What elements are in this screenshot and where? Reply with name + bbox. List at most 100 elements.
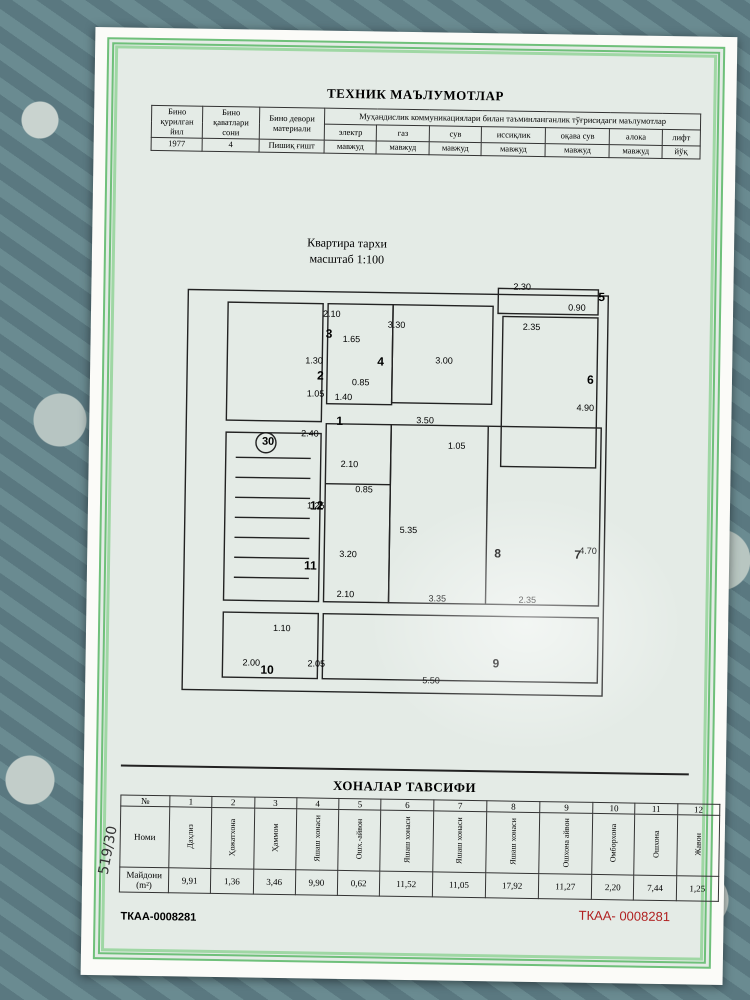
room-name-text: Ҳаммом bbox=[270, 823, 280, 853]
dimension-label: 5.35 bbox=[399, 524, 418, 536]
tech-comm-value: мавжуд bbox=[545, 143, 610, 158]
tech-comm-col: электр bbox=[324, 124, 377, 142]
dimension-label: 2.35 bbox=[522, 321, 541, 333]
tech-value: Пишиқ ғишт bbox=[259, 139, 325, 154]
tech-comm-value: мавжуд bbox=[376, 141, 430, 155]
tech-value: 1977 bbox=[151, 137, 203, 152]
room-name-text: Ошх.-айвон bbox=[354, 818, 365, 860]
stair-number: 30 bbox=[261, 435, 275, 448]
room-name-cell: Яшаш хонаси bbox=[432, 810, 487, 873]
room-area-cell: 0,62 bbox=[337, 870, 381, 897]
plan-caption: Квартира тархи масштаб 1:100 bbox=[307, 235, 387, 267]
room-area-cell: 1,25 bbox=[675, 875, 719, 902]
room-name-text: Яшаш хонаси bbox=[454, 817, 465, 865]
tech-comm-value: мавжуд bbox=[609, 144, 663, 159]
plan-caption-title: Квартира тархи bbox=[307, 235, 388, 251]
tech-comm-col: иссиқлик bbox=[481, 126, 546, 144]
dimension-label: 3.00 bbox=[435, 355, 453, 366]
rooms-area-label: Майдони (m²) bbox=[119, 867, 169, 893]
dimension-label: 2.40 bbox=[301, 428, 319, 439]
room-number: 9 bbox=[492, 656, 500, 671]
room-name-cell: Ошхона bbox=[634, 814, 678, 876]
dimension-label: 4.70 bbox=[579, 545, 597, 556]
room-no-cell: 8 bbox=[486, 800, 541, 813]
document-content: ТЕХНИК МАЪЛУМОТЛАР Бино қурилган йил Бин… bbox=[96, 52, 720, 953]
room-no-cell: 5 bbox=[338, 798, 382, 811]
dimension-label: 1.10 bbox=[272, 622, 291, 634]
room-no-cell: 6 bbox=[380, 799, 434, 811]
room-name-cell: Яшаш хонаси bbox=[295, 808, 339, 871]
room-number: 3 bbox=[325, 326, 333, 341]
document-frame: ТЕХНИК МАЪЛУМОТЛАР Бино қурилган йил Бин… bbox=[92, 37, 726, 969]
room-area-cell: 11,27 bbox=[538, 873, 592, 900]
dimension-label: 2.30 bbox=[513, 281, 532, 292]
dimension-label: 2.00 bbox=[242, 657, 261, 668]
dimension-label: 3.20 bbox=[339, 548, 357, 560]
room-number: 11 bbox=[303, 558, 317, 573]
room-name-text: Ошхона айвон bbox=[561, 817, 571, 868]
tech-header: Бино қаватлари сони bbox=[202, 106, 260, 140]
room-name-cell: Ҳожатхона bbox=[211, 807, 255, 870]
document-code-right: ТКАА- 0008281 bbox=[578, 907, 671, 925]
handwritten-note: 519/30 bbox=[95, 824, 121, 877]
dimension-label: 0.85 bbox=[355, 484, 373, 495]
room-name-text: Омборхона bbox=[608, 823, 619, 863]
document-code-left: ТКАА-0008281 bbox=[120, 910, 197, 924]
tech-comm-value: мавжуд bbox=[324, 140, 377, 155]
room-name-cell: Ошх.-айвон bbox=[337, 809, 381, 872]
room-no-cell: 11 bbox=[635, 803, 678, 815]
room-no-cell: 7 bbox=[433, 799, 487, 812]
room-area-cell: 1,36 bbox=[210, 868, 254, 895]
room-area-cell: 11,52 bbox=[379, 871, 433, 897]
tech-value: 4 bbox=[202, 138, 260, 153]
room-no-cell: 12 bbox=[677, 803, 720, 816]
room-area-cell: 9,90 bbox=[295, 869, 338, 896]
dimension-label: 3.30 bbox=[387, 319, 406, 330]
room-name-cell: Ҳаммом bbox=[253, 808, 297, 870]
room-number: 10 bbox=[260, 662, 274, 677]
room-no-cell: 2 bbox=[211, 796, 255, 809]
dimension-label: 1.30 bbox=[305, 355, 323, 366]
room-number: 1 bbox=[336, 413, 344, 428]
tech-title: ТЕХНИК МАЪЛУМОТЛАР bbox=[326, 85, 505, 104]
dimension-label: 0.85 bbox=[351, 377, 370, 388]
room-area-cell: 11,05 bbox=[432, 871, 486, 898]
dimension-label: 4.90 bbox=[576, 402, 595, 413]
dimension-label: 1.40 bbox=[334, 391, 353, 403]
dimension-label: 2.35 bbox=[518, 594, 537, 606]
room-area-cell: 3,46 bbox=[252, 869, 296, 895]
room-number: 8 bbox=[494, 546, 502, 561]
dimension-label: 2.10 bbox=[336, 588, 355, 600]
room-name-text: Даҳлиз bbox=[185, 824, 196, 849]
dimension-label: 1.65 bbox=[342, 333, 361, 345]
room-no-cell: 4 bbox=[296, 797, 339, 810]
tech-comm-value: йўқ bbox=[661, 145, 701, 160]
tech-comm-col: алока bbox=[609, 128, 663, 146]
room-no-cell: 3 bbox=[254, 797, 297, 809]
dimension-label: 3.35 bbox=[428, 593, 447, 604]
room-no-cell: 10 bbox=[592, 802, 636, 815]
tech-comm-value: мавжуд bbox=[481, 142, 546, 157]
rooms-no-label: № bbox=[120, 795, 170, 807]
tech-comm-col: сув bbox=[429, 125, 482, 143]
room-name-cell: Даҳлиз bbox=[168, 806, 212, 869]
room-area-cell: 7,44 bbox=[633, 875, 677, 901]
room-no-cell: 9 bbox=[540, 801, 594, 814]
tech-comm-col: газ bbox=[376, 125, 430, 143]
room-name-cell: Яшаш хонаси bbox=[485, 811, 541, 874]
room-area-cell: 9,91 bbox=[168, 867, 212, 894]
room-name-text: Яшаш хонаси bbox=[312, 815, 323, 862]
tech-table: Бино қурилган йил Бино қаватлари сони Би… bbox=[151, 105, 702, 160]
dimension-label: 1.05 bbox=[447, 440, 466, 451]
room-number: 6 bbox=[586, 372, 594, 387]
room-number: 5 bbox=[598, 289, 606, 305]
room-name-cell: Омборхона bbox=[591, 813, 636, 876]
room-name-cell: Яшаш хонаси bbox=[380, 810, 434, 872]
dimension-label: 3.50 bbox=[416, 415, 434, 426]
room-name-text: Ошхона bbox=[651, 830, 661, 858]
tech-comm-value: мавжуд bbox=[428, 142, 482, 156]
dimension-label: 2.10 bbox=[340, 458, 359, 470]
room-no-cell: 1 bbox=[169, 795, 213, 808]
